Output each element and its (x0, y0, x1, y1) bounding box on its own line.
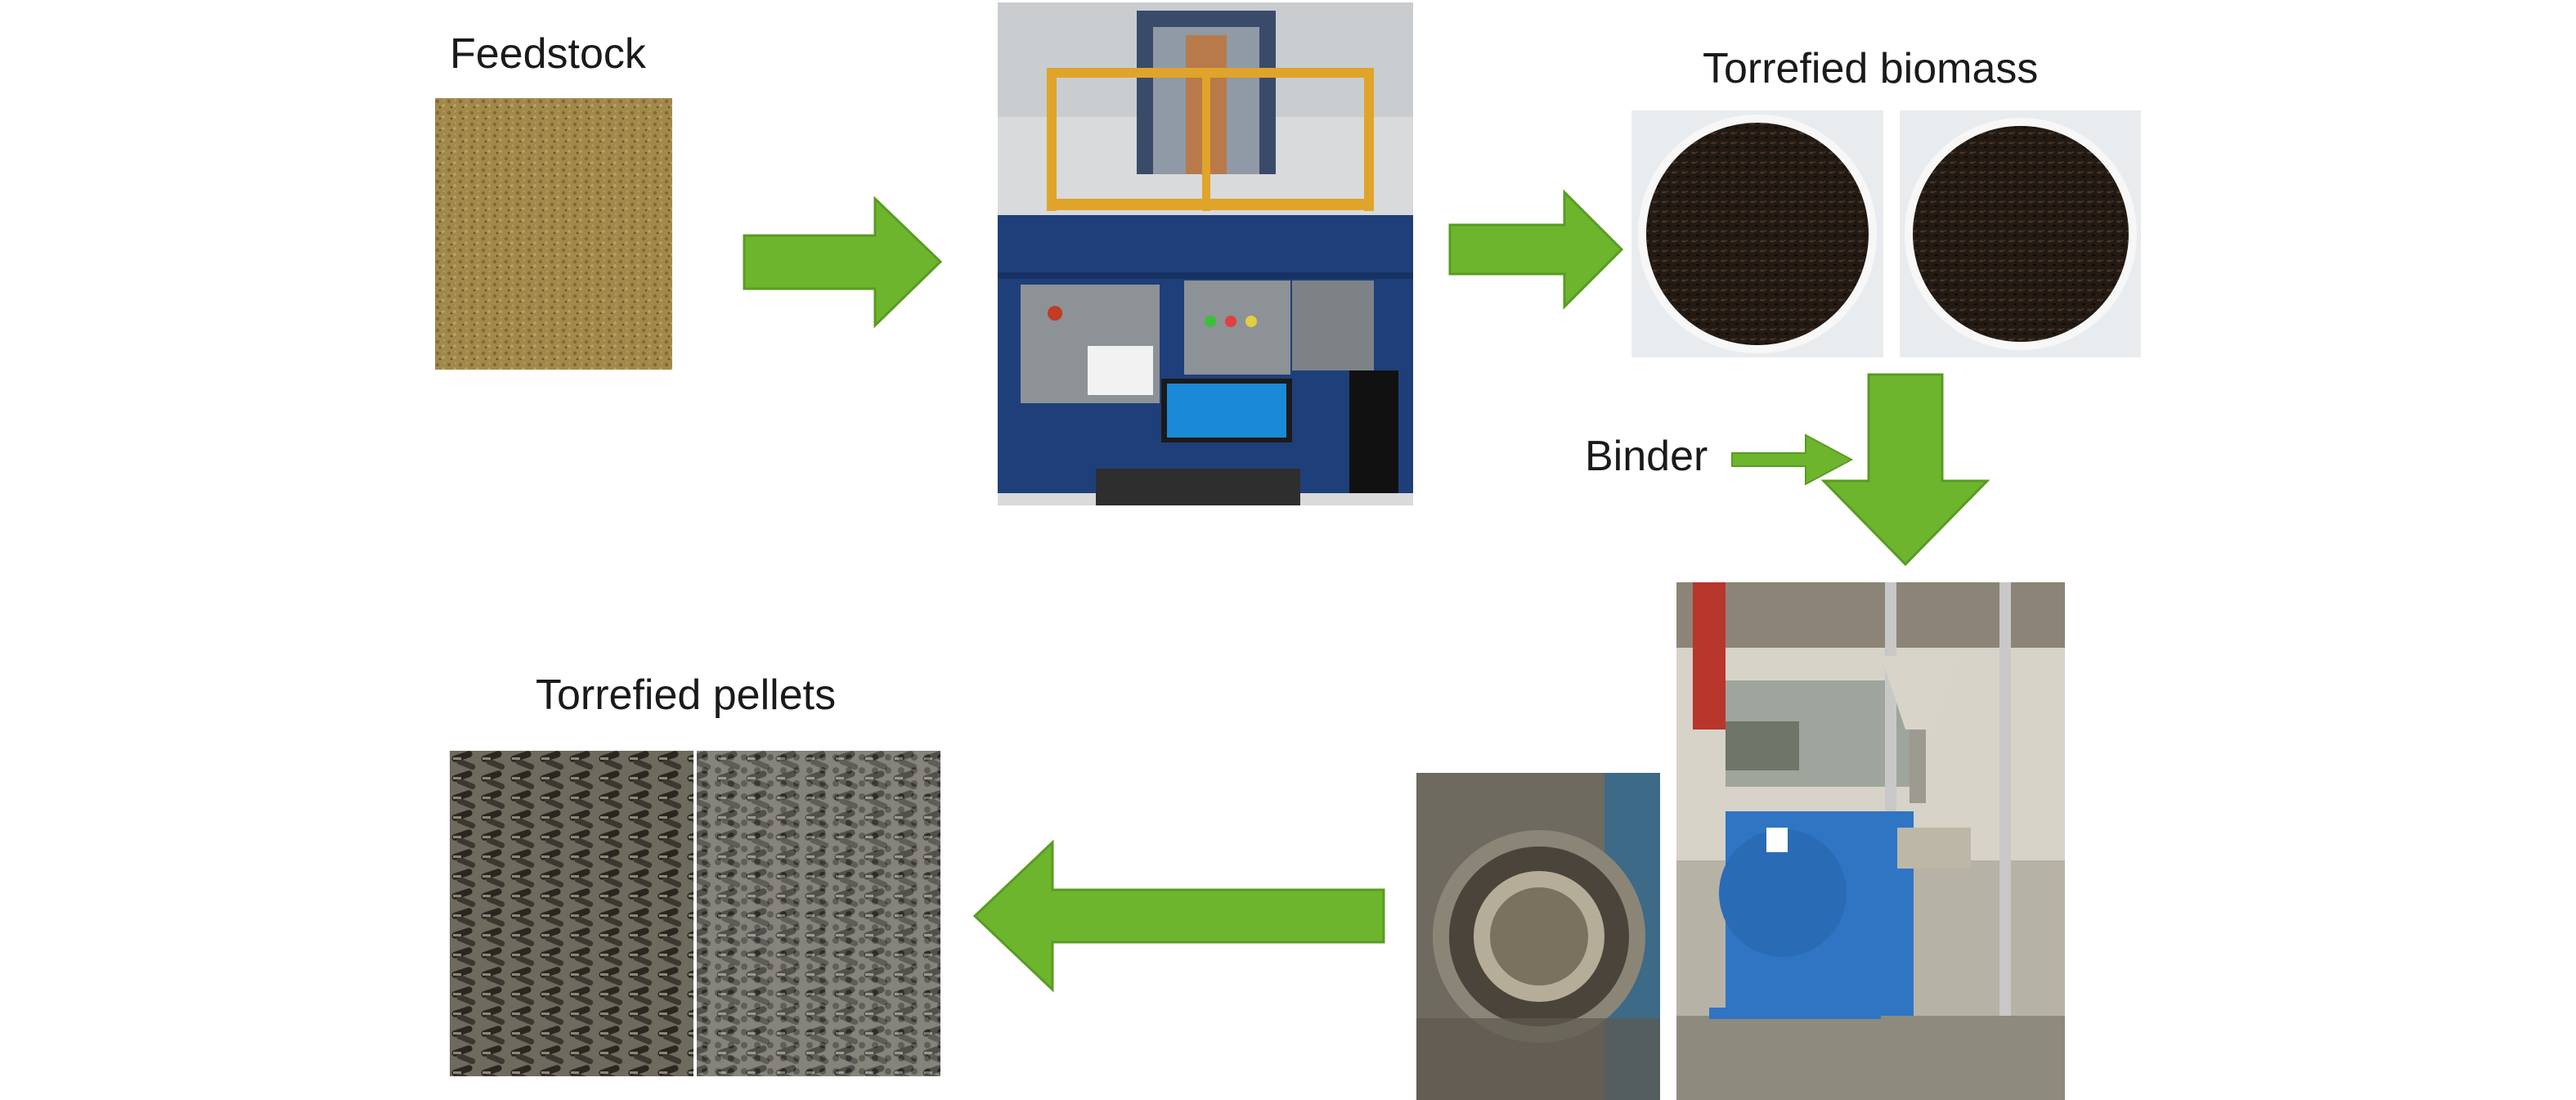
torrefied-pellets-photo (450, 751, 940, 1076)
feedstock-photo (435, 98, 672, 370)
torrefaction-reactor-photo (998, 2, 1413, 505)
binder-label: Binder (1585, 433, 1708, 480)
binder-arrow (1731, 433, 1854, 486)
torrefied-biomass-label: Torrefied biomass (1703, 45, 2039, 92)
pellet-mill-photo (1676, 582, 2065, 1100)
mill-to-pellets-arrow (972, 839, 1385, 993)
reactor-to-biomass-arrow (1448, 189, 1624, 310)
torrefied-biomass-dish-photo-1 (1631, 110, 1883, 357)
feedstock-label: Feedstock (450, 30, 646, 78)
torrefied-pellets-label: Torrefied pellets (536, 671, 837, 719)
pellet-die-photo (1416, 773, 1660, 1100)
biomass-to-mill-arrow (1820, 373, 1990, 567)
torrefied-biomass-dish-photo-2 (1900, 110, 2141, 357)
feedstock-to-reactor-arrow (743, 195, 943, 329)
